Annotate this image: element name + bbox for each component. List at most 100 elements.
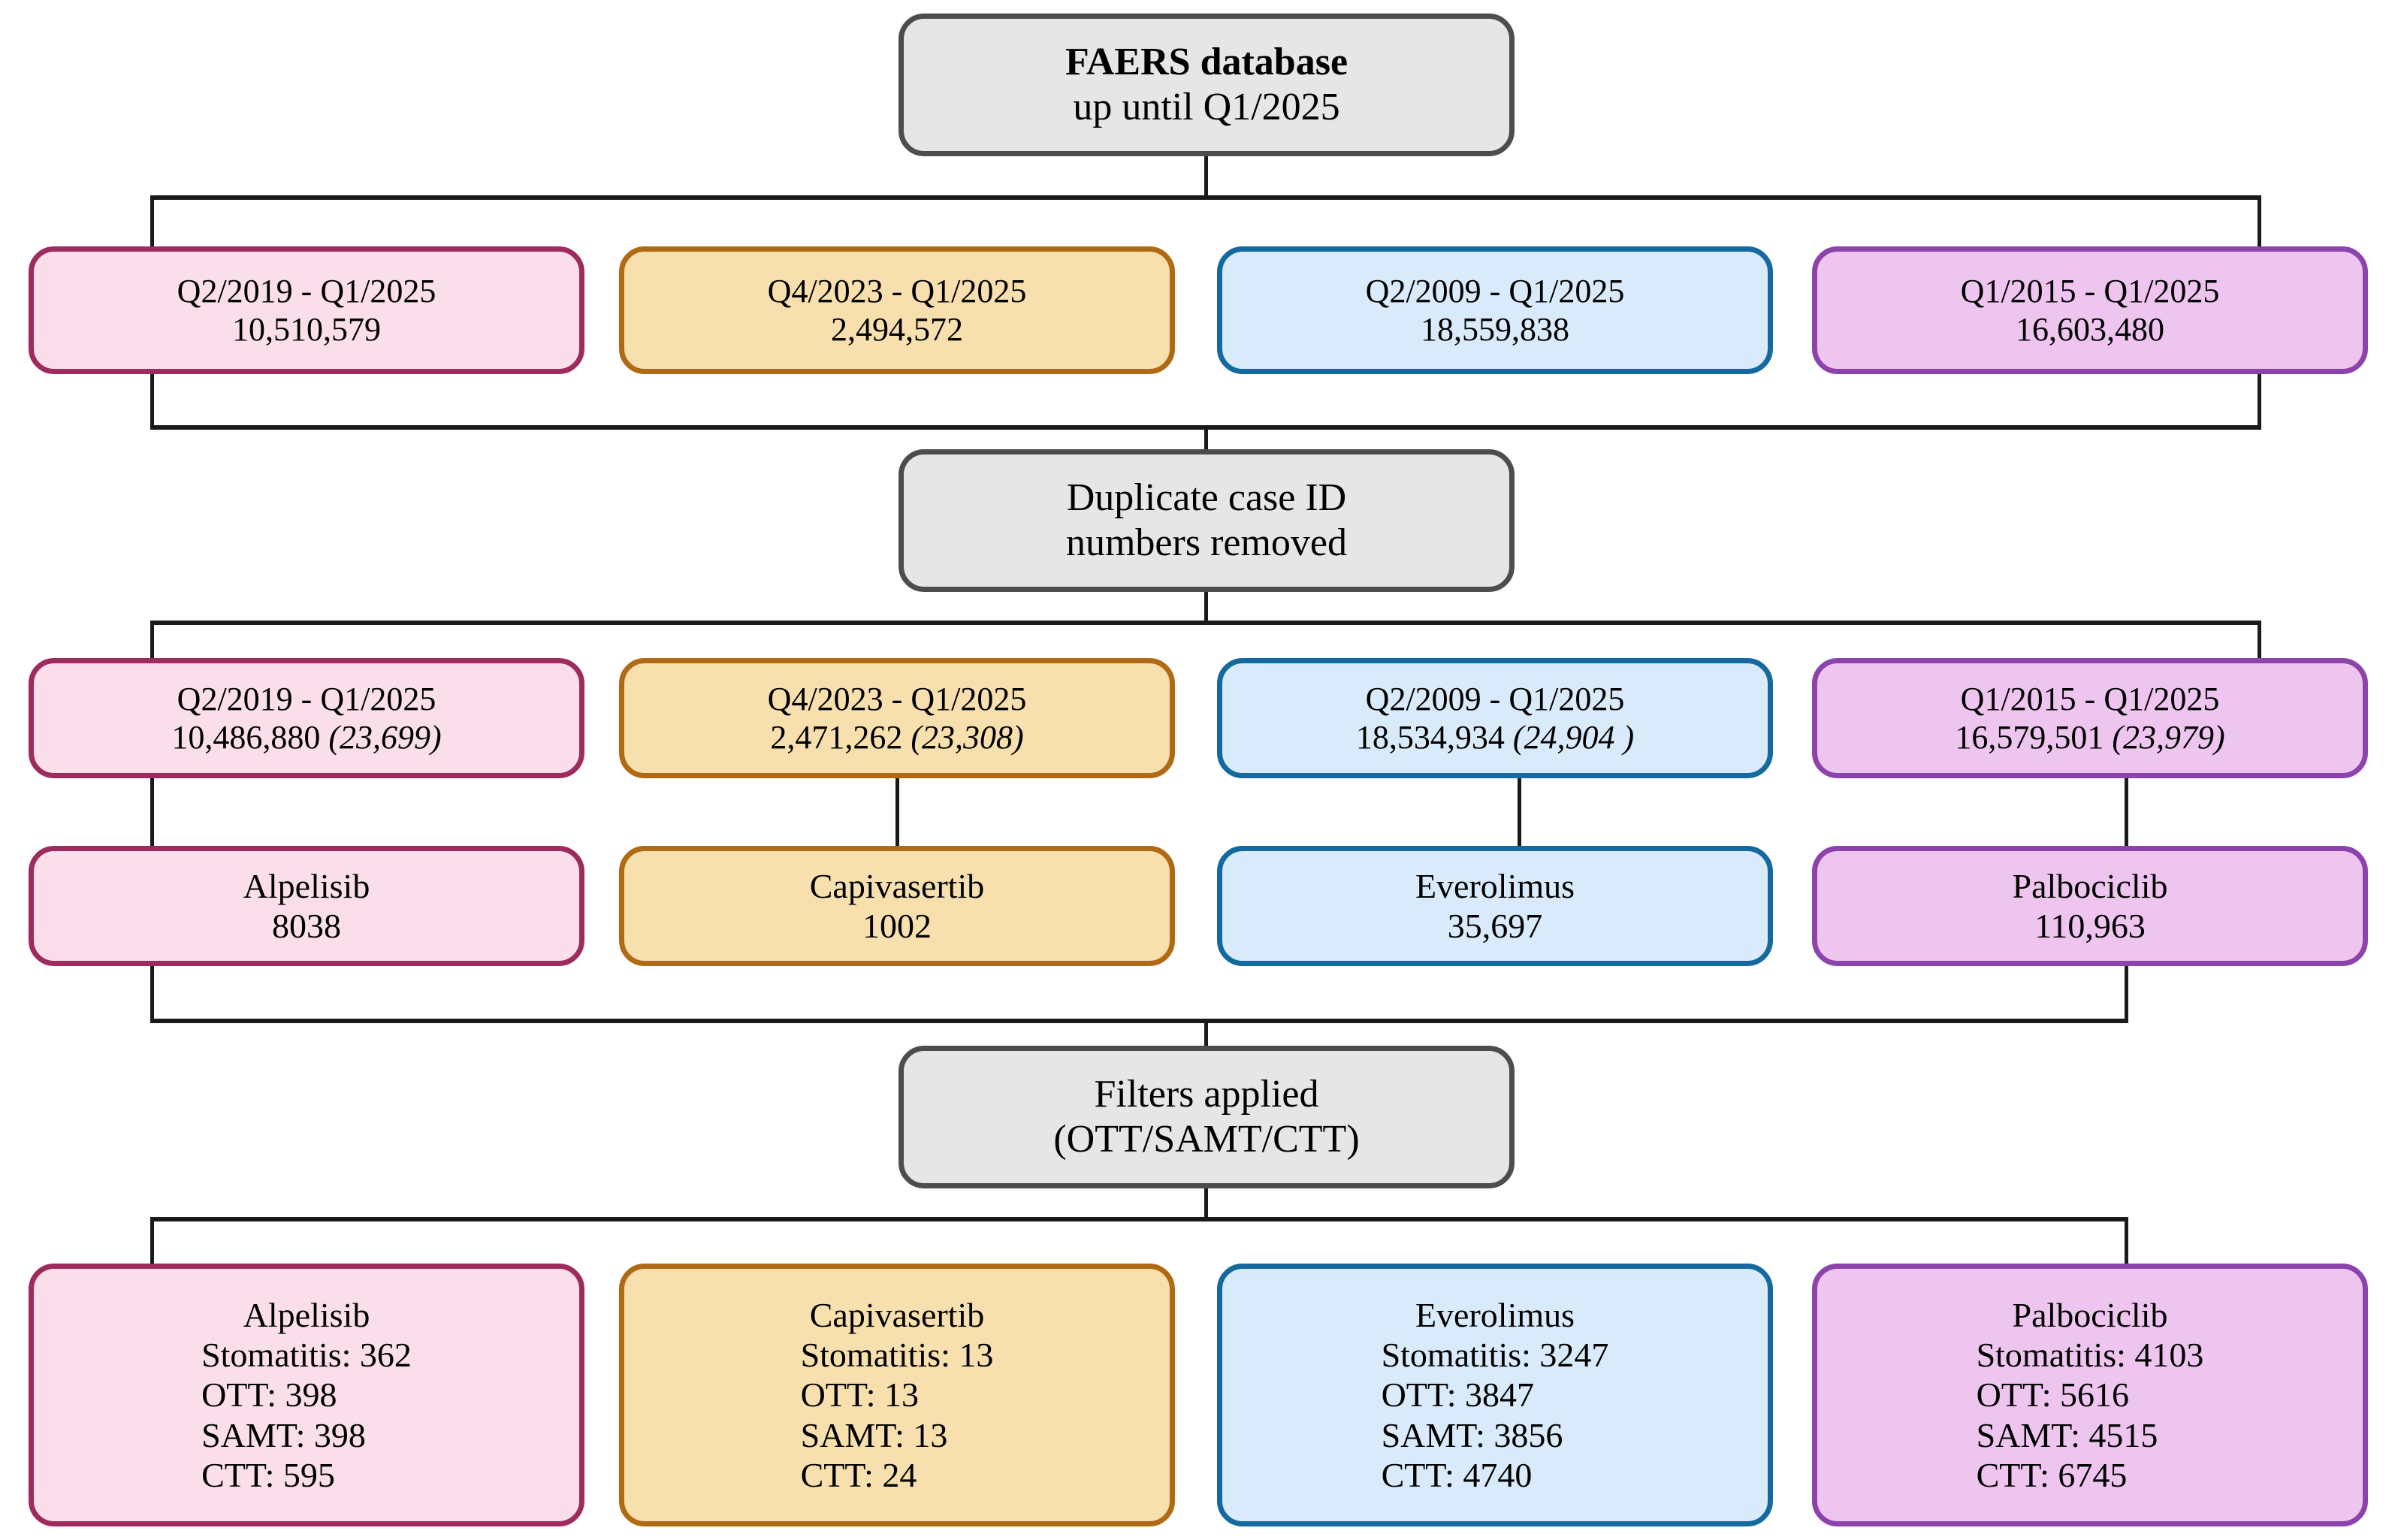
outcome-drug-name: Alpelisib — [243, 1295, 370, 1334]
faers-database-box: FAERS database up until Q1/2025 — [898, 14, 1515, 156]
outcome-stats: Stomatitis: 4103 OTT: 5616 SAMT: 4515 CT… — [1977, 1335, 2204, 1495]
cohort-period: Q2/2009 - Q1/2025 — [1365, 680, 1625, 717]
cohort-box-capivasertib-raw: Q4/2023 - Q1/2025 2,494,572 — [619, 246, 1175, 374]
outcome-box-alpelisib: Alpelisib Stomatitis: 362 OTT: 398 SAMT:… — [29, 1264, 584, 1526]
outcome-stats: Stomatitis: 13 OTT: 13 SAMT: 13 CTT: 24 — [801, 1335, 994, 1495]
cohort-box-alpelisib-raw: Q2/2019 - Q1/2025 10,510,579 — [29, 246, 584, 374]
outcome-stomatitis: Stomatitis: 3247 — [1381, 1335, 1609, 1374]
cohort-box-everolimus-dedup: Q2/2009 - Q1/2025 18,534,934 (24,904 ) — [1217, 658, 1773, 778]
outcome-ott: OTT: 398 — [201, 1375, 337, 1415]
outcome-stomatitis: Stomatitis: 362 — [201, 1335, 412, 1374]
connector-drop-row4-right — [2125, 1217, 2128, 1267]
outcome-ctt: CTT: 24 — [800, 1456, 917, 1495]
duplicate-removal-line2: numbers removed — [1065, 521, 1347, 564]
cohort-period: Q2/2019 - Q1/2025 — [177, 680, 436, 717]
outcome-box-capivasertib: Capivasertib Stomatitis: 13 OTT: 13 SAMT… — [619, 1264, 1175, 1526]
drug-name: Alpelisib — [243, 866, 370, 905]
outcome-drug-name: Capivasertib — [809, 1295, 985, 1334]
connector-drop-row4-left — [150, 1217, 154, 1267]
cohort-removed: (23,308) — [911, 719, 1024, 756]
cohort-count: 2,471,262 — [770, 719, 911, 756]
faers-database-subtitle: up until Q1/2025 — [1073, 86, 1340, 128]
filters-applied-line2: (OTT/SAMT/CTT) — [1053, 1118, 1360, 1161]
outcome-ott: OTT: 13 — [800, 1375, 919, 1415]
connector-row2-to-row3-4 — [2125, 778, 2128, 850]
connector-rise-row3-left — [150, 966, 154, 1022]
outcome-box-palbociclib: Palbociclib Stomatitis: 4103 OTT: 5616 S… — [1812, 1264, 2368, 1526]
connector-drop-row2-right — [2258, 621, 2261, 664]
drug-box-everolimus: Everolimus 35,697 — [1217, 846, 1773, 966]
connector-bracket-row2 — [150, 621, 2261, 625]
connector-stem-filters — [1204, 1019, 1208, 1058]
connector-bracket-row4 — [150, 1217, 2128, 1221]
cohort-count: 10,510,579 — [232, 311, 381, 348]
cohort-removed: (24,904 ) — [1512, 719, 1635, 756]
drug-count: 1002 — [862, 907, 932, 945]
outcome-drug-name: Palbociclib — [2012, 1295, 2168, 1334]
drug-count: 35,697 — [1447, 907, 1543, 945]
duplicate-removal-line1: Duplicate case ID — [1066, 476, 1347, 519]
connector-bracket-row1 — [150, 195, 2261, 200]
filters-applied-line1: Filters applied — [1094, 1072, 1319, 1116]
connector-drop-row1-right — [2258, 195, 2261, 246]
cohort-period: Q2/2019 - Q1/2025 — [177, 272, 436, 310]
outcome-stomatitis: Stomatitis: 13 — [800, 1335, 994, 1374]
cohort-count: 18,534,934 — [1355, 719, 1513, 756]
cohort-count: 18,559,838 — [1421, 311, 1569, 348]
connector-stem-dedup — [1204, 425, 1208, 466]
drug-name: Everolimus — [1415, 866, 1575, 905]
outcome-stats: Stomatitis: 362 OTT: 398 SAMT: 398 CTT: … — [201, 1335, 412, 1495]
cohort-count-line: 10,486,880 (23,699) — [171, 718, 441, 756]
connector-drop-row1-left — [150, 195, 154, 246]
outcome-ott: OTT: 5616 — [1976, 1375, 2129, 1415]
cohort-count-line: 16,579,501 (23,979) — [1955, 718, 2224, 756]
outcome-samt: SAMT: 13 — [800, 1415, 948, 1454]
connector-row2-to-row3-2 — [895, 778, 899, 850]
cohort-period: Q4/2023 - Q1/2025 — [767, 272, 1027, 310]
outcome-samt: SAMT: 3856 — [1381, 1415, 1563, 1454]
cohort-box-alpelisib-dedup: Q2/2019 - Q1/2025 10,486,880 (23,699) — [29, 658, 584, 778]
outcome-ctt: CTT: 4740 — [1381, 1456, 1533, 1495]
outcome-samt: SAMT: 4515 — [1976, 1415, 2158, 1454]
cohort-period: Q2/2009 - Q1/2025 — [1365, 272, 1625, 310]
connector-bracket-filters — [150, 1019, 2128, 1023]
outcome-drug-name: Everolimus — [1415, 1295, 1575, 1334]
outcome-ctt: CTT: 6745 — [1976, 1456, 2128, 1495]
cohort-box-capivasertib-dedup: Q4/2023 - Q1/2025 2,471,262 (23,308) — [619, 658, 1175, 778]
outcome-stomatitis: Stomatitis: 4103 — [1976, 1335, 2204, 1374]
cohort-period: Q4/2023 - Q1/2025 — [767, 680, 1027, 717]
cohort-box-everolimus-raw: Q2/2009 - Q1/2025 18,559,838 — [1217, 246, 1773, 374]
cohort-period: Q1/2015 - Q1/2025 — [1960, 680, 2220, 717]
drug-box-palbociclib: Palbociclib 110,963 — [1812, 846, 2368, 966]
drug-name: Capivasertib — [809, 866, 985, 905]
connector-stem-top — [1204, 156, 1208, 198]
connector-drop-row2-left — [150, 621, 154, 664]
outcome-ott: OTT: 3847 — [1381, 1375, 1534, 1415]
cohort-period: Q1/2015 - Q1/2025 — [1960, 272, 2220, 310]
outcome-ctt: CTT: 595 — [201, 1456, 335, 1495]
cohort-count: 2,494,572 — [831, 311, 963, 348]
connector-rise-row3-right — [2125, 966, 2128, 1022]
connector-stem-filters-down — [1204, 1188, 1208, 1220]
drug-count: 110,963 — [2034, 907, 2146, 945]
outcome-samt: SAMT: 398 — [201, 1415, 366, 1454]
connector-stem-dedup-down — [1204, 592, 1208, 624]
cohort-box-palbociclib-raw: Q1/2015 - Q1/2025 16,603,480 — [1812, 246, 2368, 374]
cohort-removed: (23,979) — [2112, 719, 2225, 756]
cohort-count: 10,486,880 — [171, 719, 329, 756]
connector-rise-row1-left — [150, 374, 154, 428]
drug-box-alpelisib: Alpelisib 8038 — [29, 846, 584, 966]
outcome-stats: Stomatitis: 3247 OTT: 3847 SAMT: 3856 CT… — [1382, 1335, 1609, 1495]
cohort-removed: (23,699) — [328, 719, 442, 756]
filters-applied-box: Filters applied (OTT/SAMT/CTT) — [898, 1046, 1515, 1188]
duplicate-removal-box: Duplicate case ID numbers removed — [898, 449, 1515, 592]
connector-row2-to-row3-3 — [1518, 778, 1521, 850]
cohort-count: 16,579,501 — [1955, 719, 2113, 756]
cohort-box-palbociclib-dedup: Q1/2015 - Q1/2025 16,579,501 (23,979) — [1812, 658, 2368, 778]
cohort-count-line: 18,534,934 (24,904 ) — [1356, 718, 1634, 756]
drug-name: Palbociclib — [2012, 866, 2168, 905]
faers-database-title: FAERS database — [1065, 40, 1348, 83]
connector-row2-to-row3-1 — [150, 778, 154, 850]
cohort-count-line: 2,471,262 (23,308) — [770, 718, 1023, 756]
